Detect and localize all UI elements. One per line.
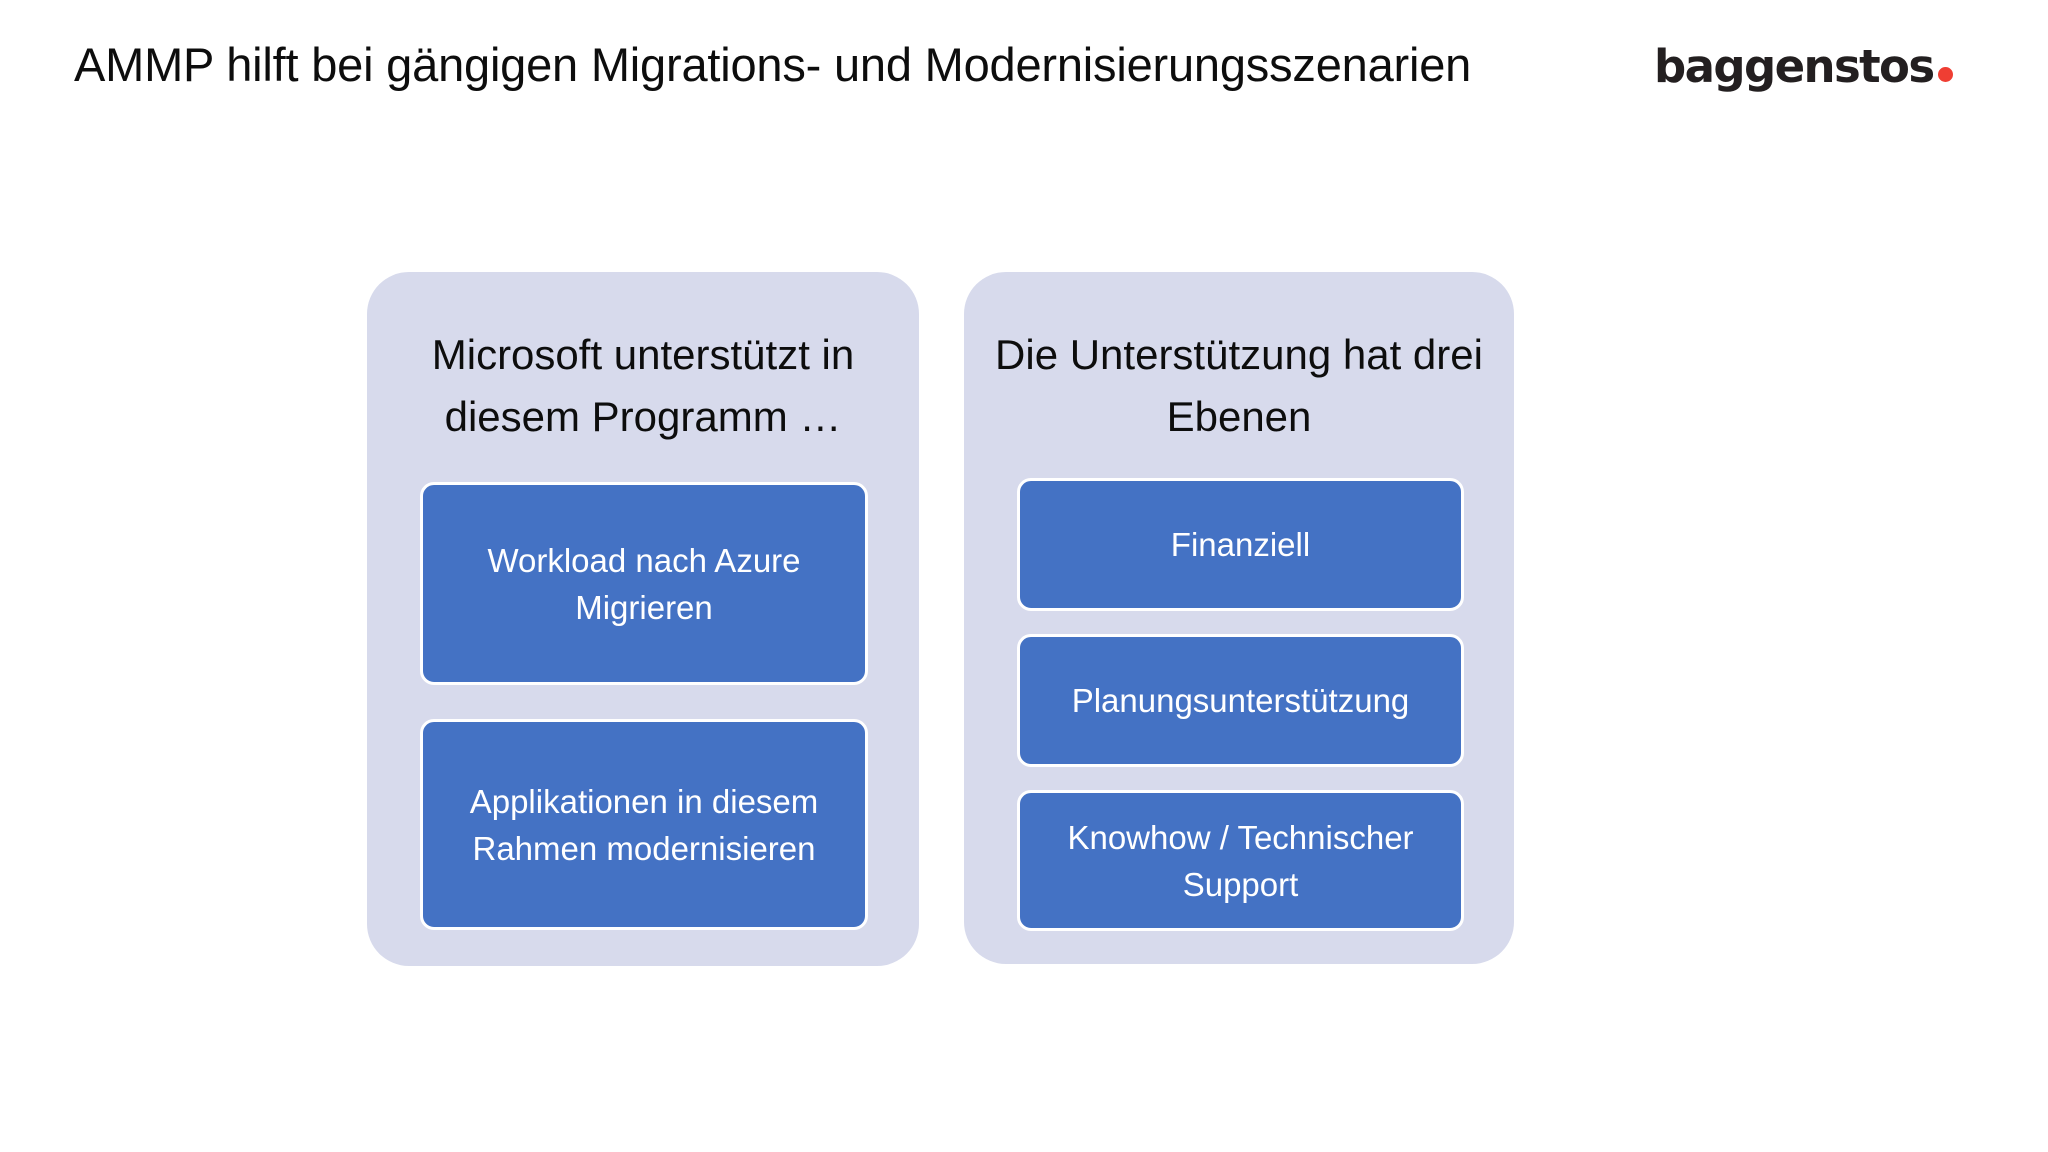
block-knowhow-technischer-support[interactable]: Knowhow / Technischer Support — [1017, 790, 1464, 931]
logo-wordmark: baggenstos — [1654, 40, 1935, 93]
block-finanziell[interactable]: Finanziell — [1017, 478, 1464, 611]
card-heading-support-levels: Die Unterstützung hat drei Ebenen — [995, 331, 1483, 440]
card-heading-microsoft-support: Microsoft unterstützt in diesem Programm… — [431, 331, 855, 440]
block-applikationen-modernisieren[interactable]: Applikationen in diesem Rahmen modernisi… — [420, 719, 868, 930]
logo-dot-icon — [1937, 67, 1953, 82]
block-workload-migrieren[interactable]: Workload nach Azure Migrieren — [420, 482, 868, 685]
block-planungsunterstuetzung[interactable]: Planungsunterstützung — [1017, 634, 1464, 767]
baggenstos-logo: baggenstos — [1654, 40, 1953, 96]
page-title: AMMP hilft bei gängigen Migrations- und … — [74, 38, 1472, 91]
